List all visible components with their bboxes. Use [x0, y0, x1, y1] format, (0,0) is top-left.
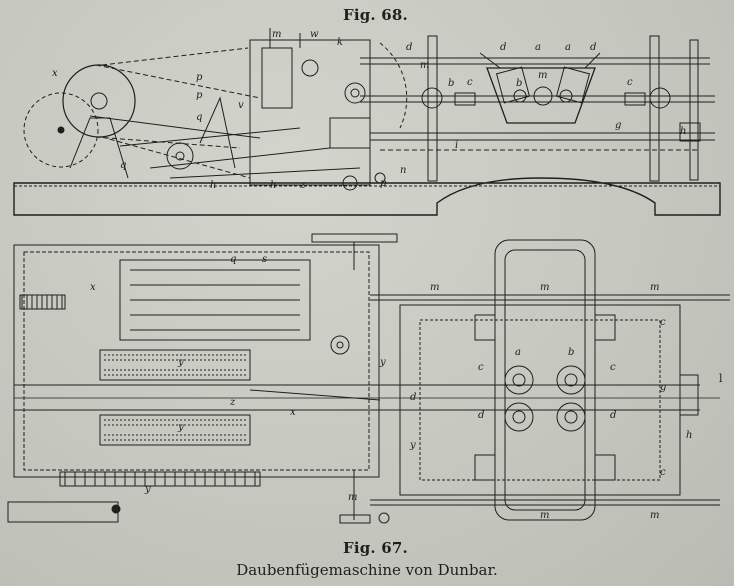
svg-text:p: p: [196, 90, 203, 101]
svg-text:x: x: [290, 407, 296, 418]
svg-text:i: i: [455, 140, 458, 151]
svg-text:y: y: [144, 484, 151, 495]
svg-text:y: y: [379, 357, 386, 368]
svg-text:y: y: [409, 440, 416, 451]
svg-text:q: q: [120, 160, 126, 171]
svg-text:g: g: [660, 382, 666, 393]
svg-text:x: x: [90, 282, 96, 293]
svg-text:m: m: [430, 282, 439, 293]
svg-text:h: h: [210, 180, 216, 191]
svg-text:h: h: [686, 430, 692, 441]
svg-text:m: m: [650, 282, 659, 293]
figure-68-label: Fig. 68.: [343, 6, 408, 24]
svg-text:w: w: [310, 29, 319, 40]
svg-text:a: a: [565, 42, 571, 53]
svg-text:c: c: [627, 77, 633, 88]
svg-text:m: m: [272, 29, 281, 40]
svg-text:m: m: [348, 492, 357, 503]
svg-text:x: x: [52, 68, 58, 79]
figure-caption: Daubenfügemaschine von Dunbar.: [236, 561, 498, 579]
svg-text:y: y: [177, 422, 184, 433]
svg-text:m: m: [540, 510, 549, 521]
side-elevation-drawing: x p p q q m w k d m b d a a d b m c c i …: [13, 28, 721, 216]
figure-67-label: Fig. 67.: [343, 539, 408, 557]
svg-text:p: p: [380, 178, 387, 189]
svg-text:a: a: [515, 347, 521, 358]
svg-text:d: d: [478, 410, 484, 421]
svg-text:d: d: [410, 392, 416, 403]
svg-text:q: q: [230, 254, 236, 265]
svg-text:m: m: [650, 510, 659, 521]
svg-text:q: q: [196, 112, 202, 123]
svg-text:c: c: [478, 362, 484, 373]
svg-text:s: s: [262, 254, 267, 265]
svg-text:g: g: [615, 120, 621, 131]
svg-text:z: z: [299, 180, 306, 191]
svg-text:c: c: [610, 362, 616, 373]
svg-text:p: p: [196, 72, 203, 83]
svg-text:m: m: [540, 282, 549, 293]
svg-text:c: c: [660, 317, 666, 328]
plan-view-drawing: x q s y y z x y y y m m m m m m a b c c …: [7, 233, 730, 524]
svg-text:b: b: [448, 78, 454, 89]
svg-text:d: d: [500, 42, 506, 53]
svg-text:m: m: [538, 70, 547, 81]
svg-text:h: h: [270, 180, 276, 191]
svg-text:v: v: [238, 100, 244, 111]
svg-text:h: h: [680, 126, 686, 137]
margin-mark: l: [719, 372, 723, 385]
svg-text:m: m: [420, 60, 429, 71]
svg-text:y: y: [177, 357, 184, 368]
svg-text:c: c: [467, 77, 473, 88]
svg-text:b: b: [568, 347, 574, 358]
svg-text:c: c: [660, 467, 666, 478]
svg-text:k: k: [337, 37, 343, 48]
svg-text:n: n: [400, 165, 406, 176]
svg-text:d: d: [610, 410, 616, 421]
svg-text:z: z: [229, 397, 236, 408]
svg-text:b: b: [516, 78, 522, 89]
svg-text:a: a: [535, 42, 541, 53]
svg-text:d: d: [590, 42, 596, 53]
svg-text:d: d: [406, 42, 412, 53]
